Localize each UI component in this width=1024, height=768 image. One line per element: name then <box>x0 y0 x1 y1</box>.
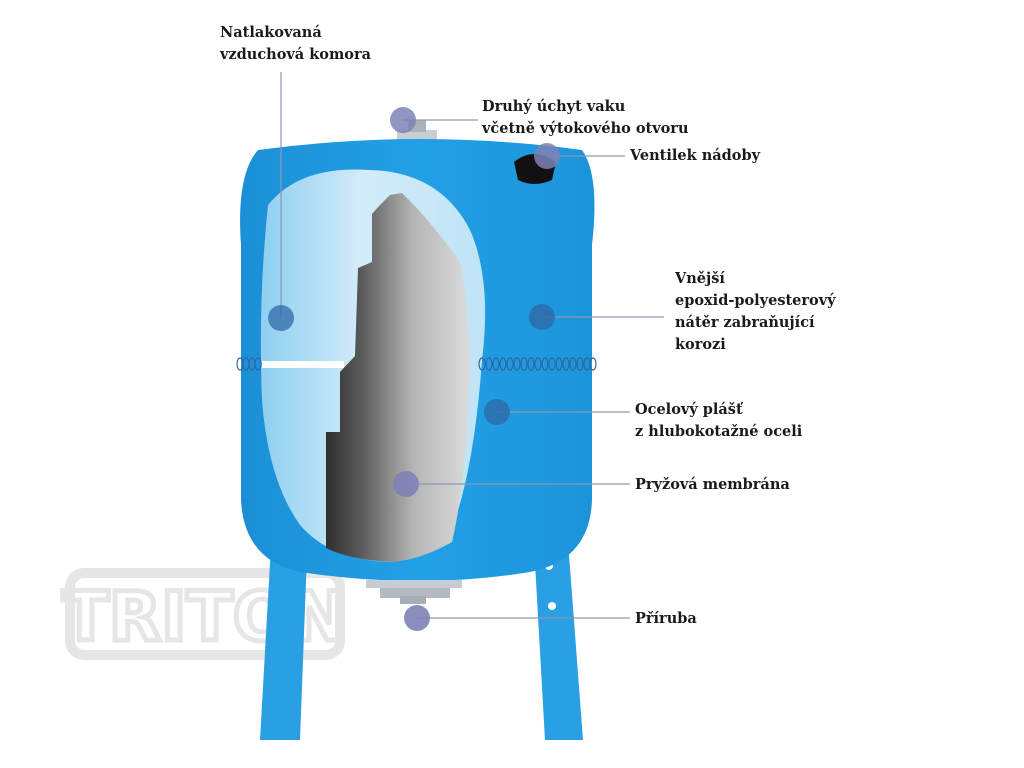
label-valve: Ventilek nádoby <box>630 147 761 164</box>
label-air-chamber: Natlakovaná vzduchová komora <box>220 24 372 63</box>
marker-valve <box>534 143 560 169</box>
bottom-flange <box>366 580 462 604</box>
marker-second-mount <box>390 107 416 133</box>
seam-gap <box>262 361 344 368</box>
marker-membrane <box>393 471 419 497</box>
weld-seam-right <box>478 357 597 371</box>
callout-markers <box>268 107 560 631</box>
label-coating: Vnější epoxid-polyesterový nátěr zabraňu… <box>675 270 836 353</box>
marker-flange <box>404 605 430 631</box>
marker-shell <box>484 399 510 425</box>
label-flange: Příruba <box>635 610 697 627</box>
rubber-membrane <box>326 193 470 562</box>
marker-coating <box>529 304 555 330</box>
leader-lines <box>280 72 664 619</box>
weld-seam-left <box>236 357 262 371</box>
label-membrane: Pryžová membrána <box>635 476 790 493</box>
label-second-mount: Druhý úchyt vaku včetně výtokového otvor… <box>482 98 689 137</box>
marker-air-chamber <box>268 305 294 331</box>
label-shell: Ocelový plášť z hlubokotažné oceli <box>635 401 803 440</box>
tank-legs <box>260 528 583 740</box>
